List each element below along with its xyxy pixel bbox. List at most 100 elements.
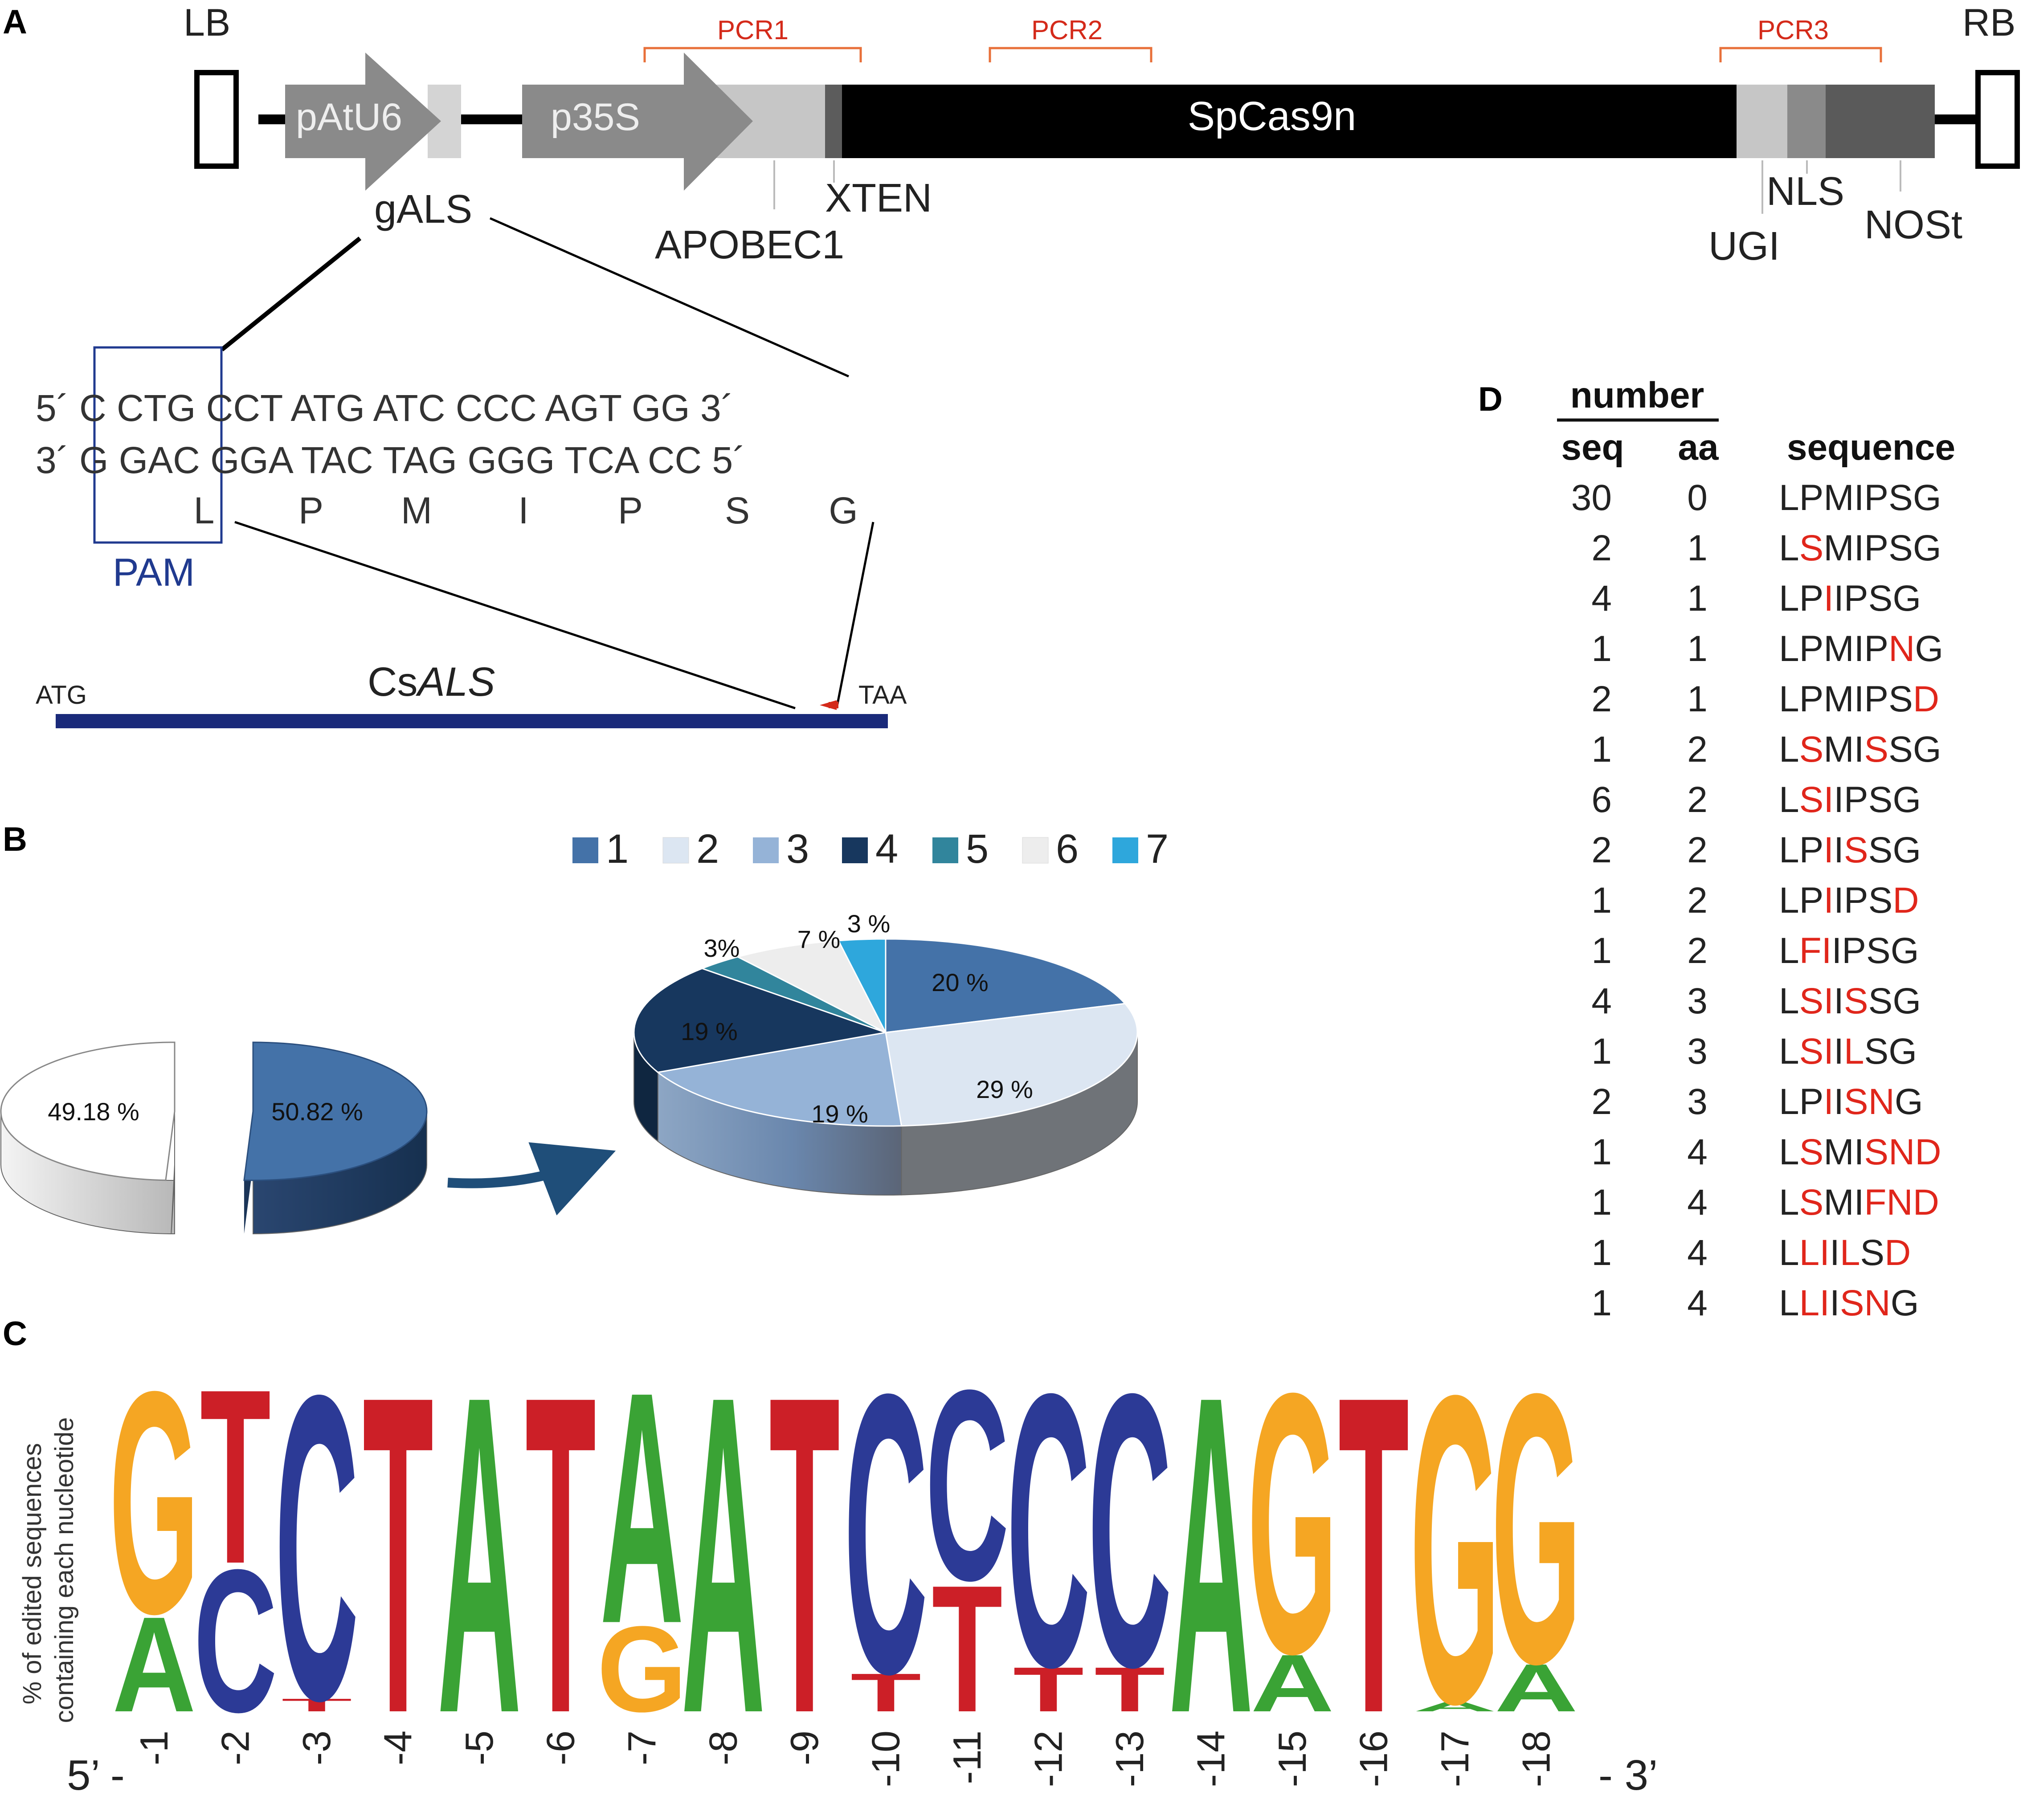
logo-letter-7-A: A <box>600 1323 684 1692</box>
left-pie-label-1: 50.82 % <box>271 1098 363 1126</box>
row-sequence: LPIISSG <box>1779 830 1921 870</box>
row-sequence: LSIILSG <box>1779 1031 1917 1072</box>
right-pie-label-2: 19 % <box>811 1100 868 1128</box>
right-pie-label-5: 7 % <box>797 925 841 953</box>
row-aa-count: 1 <box>1687 578 1708 619</box>
bottom-strand: 3´ G GAC GGA TAC TAG GGG TCA CC 5´ <box>36 439 745 481</box>
logo-position--9: -9 <box>782 1730 826 1765</box>
xten-label: XTEN <box>825 176 932 220</box>
row-aa-count: 3 <box>1687 1081 1708 1122</box>
row-sequence: LLIISNG <box>1779 1283 1919 1323</box>
gene-zoom-line-right <box>835 522 875 709</box>
row-sequence: LLIILSD <box>1779 1232 1911 1273</box>
pcr1-bracket: PCR1 <box>643 15 862 62</box>
row-seq-count: 4 <box>1591 981 1612 1021</box>
cas9-box <box>842 85 1737 158</box>
logo-letter-7-G: G <box>597 1601 687 1738</box>
table-row: 2 3 LPIISNG <box>1591 1081 1923 1122</box>
right-pie-slice-5 <box>736 940 887 1034</box>
row-sequence: LSMISND <box>1779 1132 1941 1172</box>
logo-letter-13-T: T <box>1095 1654 1165 1725</box>
row-aa-count: 2 <box>1687 779 1708 820</box>
row-seq-count: 30 <box>1571 477 1612 518</box>
row-aa-count: 2 <box>1687 930 1708 971</box>
right-pie-label-3: 19 % <box>681 1017 738 1045</box>
logo-position--8: -8 <box>701 1730 745 1765</box>
logo-letter-17-G: G <box>1410 1304 1500 1795</box>
logo-ylabel: % of edited sequences containing each nu… <box>18 1417 79 1723</box>
left-pie-slice-white <box>0 1041 176 1181</box>
row-aa-count: 4 <box>1687 1232 1708 1273</box>
row-seq-count: 1 <box>1591 1283 1612 1323</box>
p35s-label: p35S <box>551 96 640 139</box>
amino-acid-1: P <box>298 490 323 531</box>
panel-c: C % of edited sequences containing each … <box>3 1302 1658 1808</box>
row-sequence: LPIISNG <box>1779 1081 1923 1122</box>
legend-label-7: 7 <box>1146 826 1169 872</box>
logo-position--15: -15 <box>1270 1730 1314 1787</box>
right-pie-slice-3 <box>633 967 888 1073</box>
target-arrow-shaft <box>829 702 838 708</box>
apobec1-label: APOBEC1 <box>655 223 844 267</box>
pcr3-label: PCR3 <box>1757 15 1829 45</box>
row-aa-count: 2 <box>1687 729 1708 770</box>
row-aa-count: 1 <box>1687 528 1708 568</box>
right-pie-label-4: 3% <box>704 934 740 962</box>
pcr3-bracket: PCR3 <box>1719 15 1882 62</box>
logo-letter-6-T: T <box>525 1302 596 1808</box>
pcr2-label: PCR2 <box>1031 15 1103 45</box>
row-aa-count: 0 <box>1687 477 1708 518</box>
logo-letter-9-T: T <box>769 1302 840 1808</box>
lb-label: LB <box>184 1 230 44</box>
logo-position--14: -14 <box>1189 1730 1233 1787</box>
nost-box <box>1826 85 1935 158</box>
legend-swatch-1 <box>572 837 598 863</box>
row-aa-count: 4 <box>1687 1132 1708 1172</box>
pcr2-bracket: PCR2 <box>989 15 1152 62</box>
legend-label-5: 5 <box>966 826 989 872</box>
left-border-box <box>194 70 239 169</box>
logo-letter-18-G: G <box>1491 1314 1581 1744</box>
number-header: number <box>1570 375 1704 416</box>
panel-d-letter: D <box>1478 380 1503 418</box>
row-seq-count: 2 <box>1591 1081 1612 1122</box>
row-seq-count: 2 <box>1591 528 1612 568</box>
amino-acid-5: S <box>725 490 750 531</box>
rb-label: RB <box>1962 1 2015 44</box>
panel-a-letter: A <box>3 3 27 41</box>
gene-stop-label: TAA <box>858 681 907 710</box>
top-strand: 5´ C CTG CCT ATG ATC CCC AGT GG 3´ <box>36 387 734 429</box>
gene-label: CsALS <box>368 659 495 705</box>
row-seq-count: 6 <box>1591 779 1612 820</box>
logo-letter-3-C: C <box>275 1306 359 1791</box>
right-border-box <box>1975 70 2020 169</box>
logo-right-end: - 3’ <box>1598 1751 1658 1799</box>
right-pie-label-1: 29 % <box>976 1075 1033 1103</box>
p35s-arrow <box>522 53 753 191</box>
logo-position--16: -16 <box>1352 1730 1396 1787</box>
nls-box <box>1787 85 1827 158</box>
logo-letter-5-A: A <box>437 1302 521 1808</box>
logo-letter-2-C: C <box>194 1527 278 1755</box>
row-seq-count: 2 <box>1591 679 1612 719</box>
right-pie-slice-0 <box>885 938 1127 1033</box>
logo-position--7: -7 <box>620 1730 664 1765</box>
logo-letter-12-T: T <box>1013 1654 1084 1725</box>
logo-letter-14-A: A <box>1169 1302 1253 1808</box>
legend-swatch-5 <box>932 837 958 863</box>
gene-zoom-line-left <box>234 521 796 710</box>
pcr1-label: PCR1 <box>717 15 789 45</box>
legend-swatch-3 <box>753 837 779 863</box>
left-pie-cut-white <box>171 1111 175 1234</box>
row-seq-count: 4 <box>1591 578 1612 619</box>
logo-position--6: -6 <box>539 1730 583 1765</box>
legend-swatch-7 <box>1112 837 1138 863</box>
logo-left-end: 5’ - <box>67 1751 125 1799</box>
row-aa-count: 4 <box>1687 1182 1708 1223</box>
